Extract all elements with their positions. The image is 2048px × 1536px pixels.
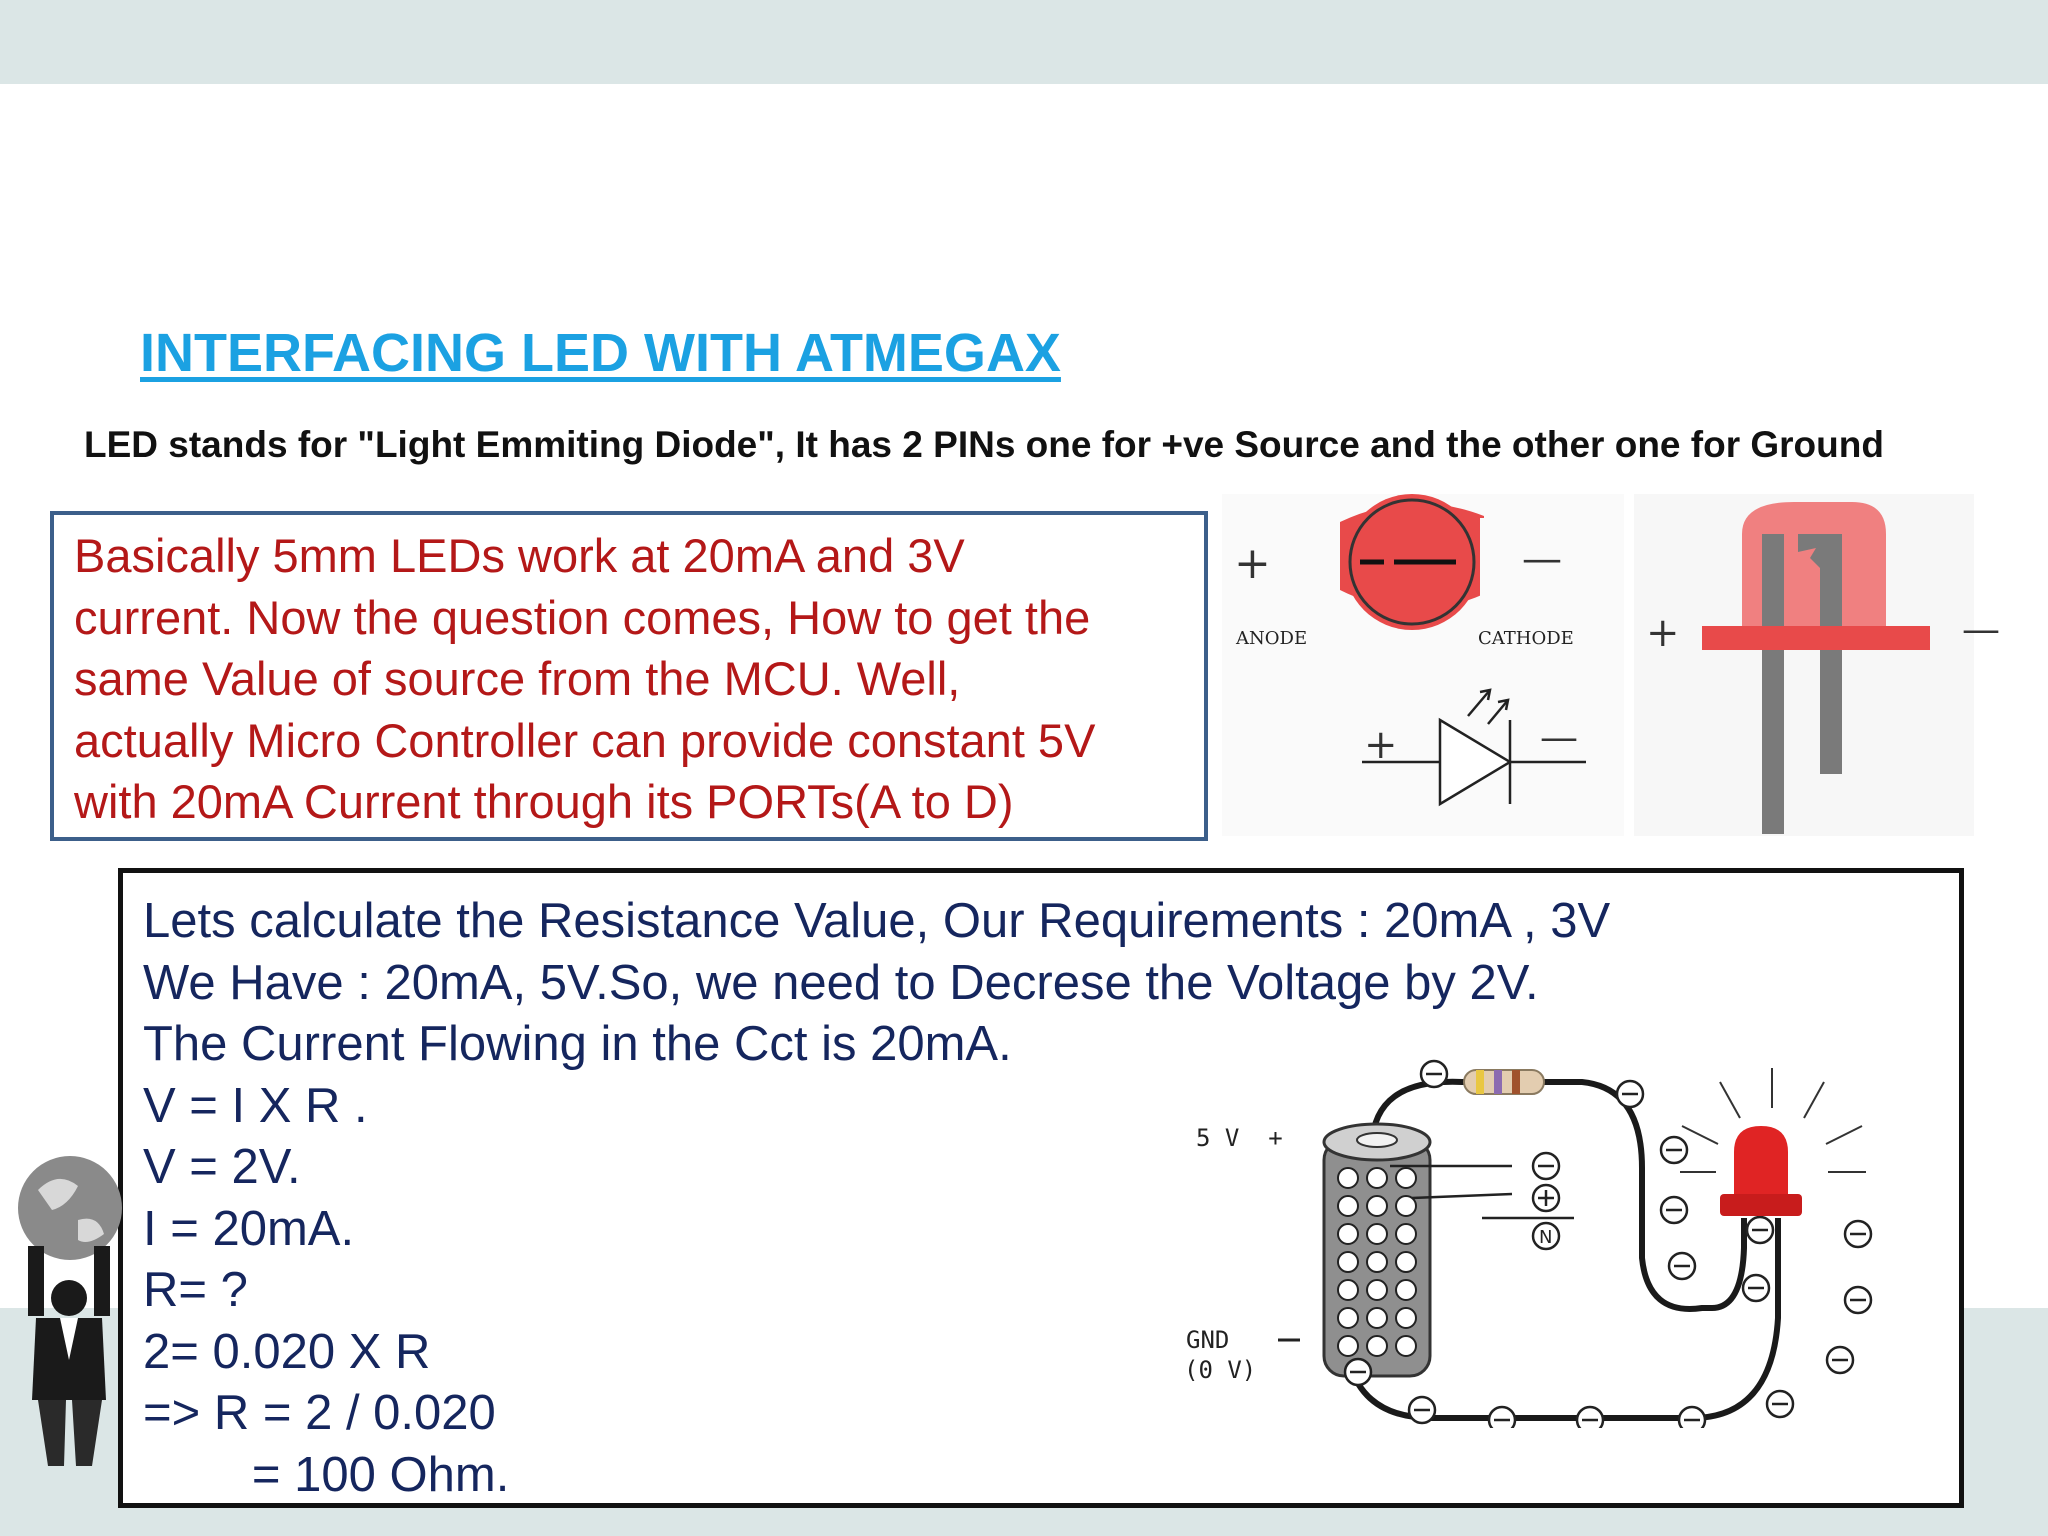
calc-line: => R = 2 / 0.020: [143, 1386, 496, 1440]
info-line: Basically 5mm LEDs work at 20mA and 3V: [74, 529, 965, 582]
slide-title: INTERFACING LED WITH ATMEGAX: [140, 323, 1061, 383]
plus-sign: +: [1234, 538, 1271, 589]
calc-line: Lets calculate the Resistance Value, Our…: [143, 894, 1611, 948]
info-line: with 20mA Current through its PORTs(A to…: [74, 775, 1014, 828]
slide-subtitle: LED stands for "Light Emmiting Diode", I…: [84, 424, 1884, 465]
led-info-box: Basically 5mm LEDs work at 20mA and 3V c…: [50, 511, 1208, 841]
led-side-view: [1702, 502, 1930, 834]
anode-label: ANODE: [1235, 628, 1307, 649]
glowing-led: [1680, 1068, 1866, 1216]
plus-sign: +: [1364, 722, 1398, 768]
top-decorative-band: [0, 0, 2048, 84]
minus-sign: —: [1522, 536, 1562, 582]
resistance-calculation-box: Lets calculate the Resistance Value, Our…: [118, 868, 1964, 1508]
diode-symbol: [1362, 688, 1586, 807]
info-line: current. Now the question comes, How to …: [74, 590, 1091, 644]
businessman-globe-icon: [18, 1156, 122, 1466]
led-circuit-diagram: 5 V + GND (0 V) N: [1184, 1059, 1873, 1428]
calc-line: We Have : 20mA, 5V.So, we need to Decres…: [143, 955, 1539, 1010]
calc-line: V = 2V.: [143, 1140, 301, 1194]
led-top-view: [1340, 494, 1496, 630]
minus-sign: —: [1962, 607, 2000, 651]
info-line: actually Micro Controller can provide co…: [74, 713, 1096, 767]
plus-sign: +: [1646, 610, 1680, 656]
neutral-symbol: N: [1539, 1227, 1552, 1248]
led-diagram: + — ANODE CATHODE + — + —: [1222, 494, 2000, 836]
gnd-label: GND: [1186, 1326, 1229, 1354]
minus-sign: —: [1540, 715, 1578, 759]
charge-legend: [1390, 1151, 1574, 1251]
supply-label: 5 V +: [1196, 1124, 1283, 1152]
info-line: same Value of source from the MCU. Well,: [74, 652, 961, 705]
cathode-label: CATHODE: [1478, 628, 1574, 649]
calc-line: I = 20mA.: [143, 1201, 355, 1256]
calc-line: V = I X R .: [143, 1078, 368, 1133]
calc-line: 2= 0.020 X R: [143, 1324, 431, 1379]
calc-line: R= ?: [143, 1263, 248, 1317]
battery-charges: [1337, 1167, 1417, 1357]
calc-line: The Current Flowing in the Cct is 20mA.: [143, 1017, 1012, 1071]
resistor: [1463, 1069, 1545, 1095]
gnd-sub-label: (0 V): [1184, 1356, 1256, 1384]
calc-line: = 100 Ohm.: [143, 1447, 510, 1502]
electron-markers: [1343, 1059, 1873, 1428]
